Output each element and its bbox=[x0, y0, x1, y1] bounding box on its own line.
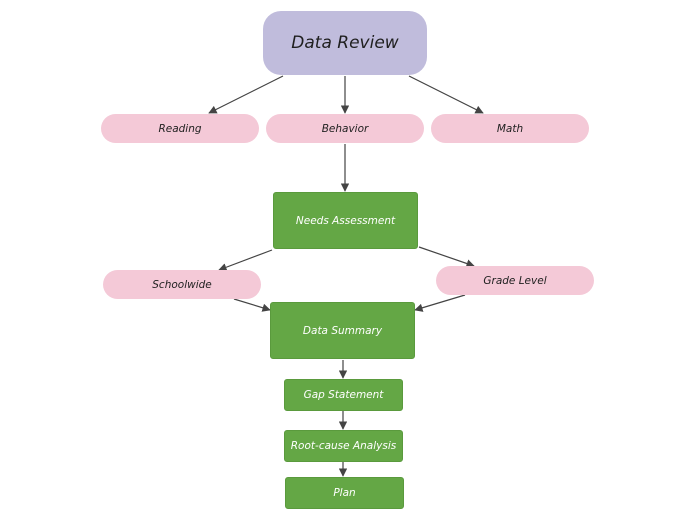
step-label: Gap Statement bbox=[303, 389, 384, 401]
connector-needs-grade-level bbox=[418, 246, 475, 268]
step-node-gap-statement[interactable]: Gap Statement bbox=[284, 379, 403, 411]
level-label: Grade Level bbox=[483, 274, 547, 287]
step-label: Data Summary bbox=[302, 324, 383, 337]
step-node-root-cause-analysis[interactable]: Root-cause Analysis bbox=[284, 430, 403, 462]
step-node-plan[interactable]: Plan bbox=[285, 477, 404, 509]
category-node-behavior[interactable]: Behavior bbox=[266, 114, 424, 143]
connector-root-reading bbox=[208, 75, 284, 114]
category-label: Behavior bbox=[321, 122, 369, 135]
level-node-schoolwide[interactable]: Schoolwide bbox=[103, 270, 261, 299]
connector-grade-level-summary bbox=[414, 294, 466, 312]
step-label: Root-cause Analysis bbox=[290, 440, 397, 452]
step-label: Plan bbox=[333, 487, 356, 499]
step-label: Needs Assessment bbox=[295, 214, 396, 227]
category-node-math[interactable]: Math bbox=[431, 114, 589, 143]
step-node-needs-assessment[interactable]: Needs Assessment bbox=[273, 192, 418, 249]
root-node-data-review[interactable]: Data Review bbox=[263, 11, 427, 75]
connector-root-math bbox=[408, 75, 484, 114]
category-label: Math bbox=[496, 122, 524, 135]
connector-needs-schoolwide bbox=[218, 249, 273, 272]
level-label: Schoolwide bbox=[152, 278, 212, 291]
level-node-grade-level[interactable]: Grade Level bbox=[436, 266, 594, 295]
category-node-reading[interactable]: Reading bbox=[101, 114, 259, 143]
category-label: Reading bbox=[158, 122, 202, 135]
connector-schoolwide-summary bbox=[233, 298, 271, 312]
step-node-data-summary[interactable]: Data Summary bbox=[270, 302, 415, 359]
root-node-label: Data Review bbox=[291, 33, 399, 53]
